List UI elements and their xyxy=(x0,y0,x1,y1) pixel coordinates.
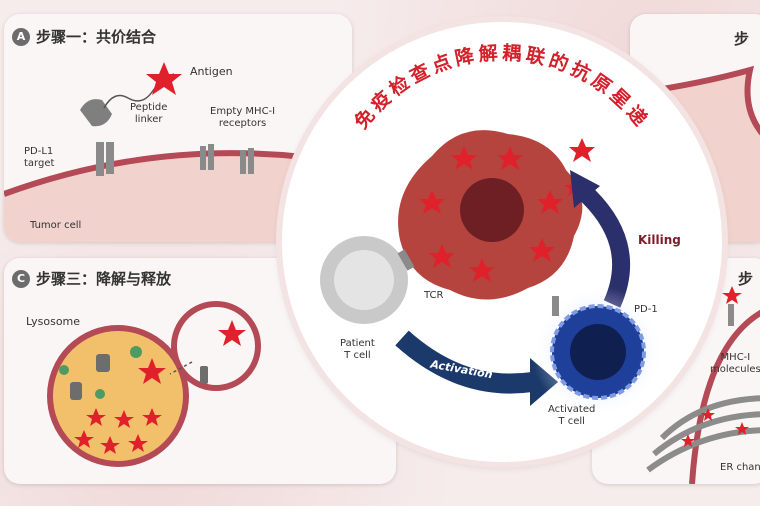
empty-mhc-label: Empty MHC-I receptors xyxy=(210,106,276,129)
pdl1-receptor xyxy=(80,99,114,176)
pd1-label: PD-1 xyxy=(634,304,658,315)
mhc-molecules-label: MHC-I molecules xyxy=(710,352,760,375)
tumor-cell-label: Tumor cell xyxy=(30,220,82,231)
panel-c-title-text: 步骤三：降解与释放 xyxy=(36,270,172,288)
panel-a-badge: A xyxy=(12,27,30,46)
tcr-label: TCR xyxy=(424,290,444,301)
pdl1-label: PD-L1 target xyxy=(24,146,55,169)
pd1-receptor xyxy=(552,296,559,316)
center-arc-title-text: 免疫检查点降解耦联的抗原星递 xyxy=(350,41,651,133)
protease-blobs xyxy=(59,346,142,399)
empty-mhc-receptors xyxy=(200,144,254,174)
vesicle-antigen-star xyxy=(218,320,246,346)
activated-t-cell-label: Activated T cell xyxy=(548,404,596,427)
patient-t-cell-label: Patient T cell xyxy=(340,338,375,361)
panel-a-illustration xyxy=(4,62,352,242)
released-antigen-star xyxy=(138,358,166,384)
lysosome-label: Lysosome xyxy=(26,315,81,328)
panel-a-title-text: 步骤一：共价结合 xyxy=(36,28,157,46)
center-circle: 免疫检查点降解耦联的抗原星递 Killing xyxy=(282,22,722,462)
panel-rb-illustration xyxy=(646,286,760,484)
tumor-nucleus xyxy=(460,178,524,242)
vesicle xyxy=(171,301,261,391)
patient-t-nucleus xyxy=(334,250,394,310)
center-arc-title: 免疫检查点降解耦联的抗原星递 xyxy=(350,41,655,133)
panel-rt-title: 步 xyxy=(734,30,750,48)
antigen-star xyxy=(146,62,182,95)
panel-c-badge: C xyxy=(12,269,30,288)
release-arrow xyxy=(169,361,193,375)
er-channel-label: ER chan xyxy=(720,462,760,473)
tumor-cell-body xyxy=(4,153,352,242)
peptide-linker-label: Peptide linker xyxy=(130,102,168,125)
panel-step-one: A 步骤一：共价结合 Antigen Peptide linker Empty … xyxy=(4,14,352,242)
tumor-stars xyxy=(419,138,595,282)
activated-nucleus xyxy=(570,324,626,380)
lysosome-stars xyxy=(74,408,162,454)
panel-c-title: C 步骤三：降解与释放 xyxy=(12,268,171,289)
panel-c-illustration xyxy=(47,301,261,467)
killing-label: Killing xyxy=(638,233,681,247)
center-illustration: 免疫检查点降解耦联的抗原星递 xyxy=(320,41,664,418)
killing-arrowhead xyxy=(570,170,600,208)
antigen-label: Antigen xyxy=(190,65,233,78)
activation-arrow xyxy=(395,330,534,394)
degraded-receptors xyxy=(70,354,208,400)
panel-a-title: A 步骤一：共价结合 xyxy=(12,26,156,47)
panel-rb-title: 步 xyxy=(738,270,754,288)
tcr-receptor xyxy=(397,249,415,271)
